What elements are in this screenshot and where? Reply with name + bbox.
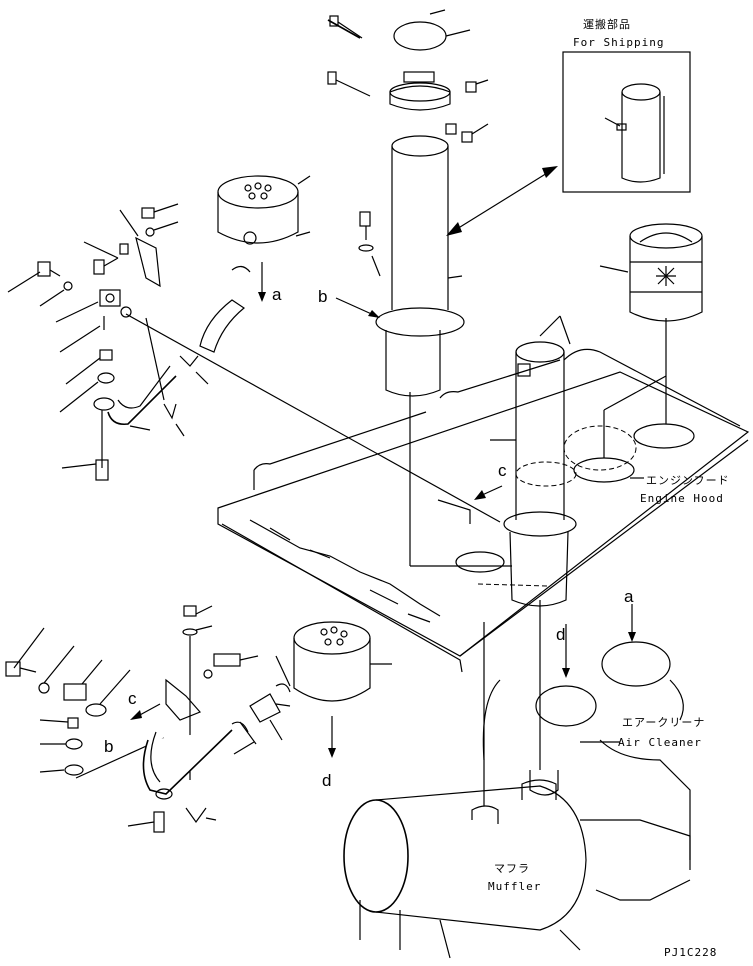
figure-code: PJ1C228: [664, 946, 717, 959]
ref-b-top: b: [318, 287, 380, 318]
ref-letter-b-low: b: [104, 737, 113, 756]
left-parts-top: [7, 203, 209, 481]
exhaust-pipe-upper: [358, 135, 465, 397]
top-clamp-assembly: [327, 9, 489, 143]
engine-hood-frame: [217, 348, 750, 673]
shipping-title-en: For Shipping: [573, 36, 664, 49]
ref-letter-d-low: d: [322, 771, 331, 790]
engine-hood-label-en: Engine Hood: [640, 492, 724, 505]
engine-hood-label-jp: エンジンフード: [646, 474, 730, 487]
air-cleaner-label-jp: エアークリーナ: [622, 716, 705, 729]
ref-letter-c-low: c: [128, 689, 137, 708]
muffler-label-en: Muffler: [488, 880, 541, 893]
ref-letter-a-right: a: [624, 587, 634, 606]
muffler-label-jp: マフラ: [494, 862, 530, 875]
shipping-parts-box: 運搬部品 For Shipping: [562, 17, 691, 193]
air-cleaner-label-en: Air Cleaner: [618, 736, 702, 749]
leader-line-left: [125, 313, 501, 523]
air-cleaner-right: エンジンフード Engine Hood: [599, 223, 730, 505]
pre-cleaner-bottom: d: [293, 621, 392, 790]
shipping-title-jp: 運搬部品: [583, 17, 631, 31]
ref-letter-d-right: d: [556, 625, 565, 644]
shipping-double-arrow: [446, 166, 558, 236]
ref-letter-b-top: b: [318, 287, 327, 306]
ref-c-b-low: c b: [104, 689, 161, 756]
ref-letter-a-top: a: [272, 285, 282, 304]
ref-letter-c-mid: c: [498, 461, 507, 480]
ref-c-mid: c: [474, 461, 507, 500]
exhaust-pipe-lower: [409, 315, 577, 607]
pre-cleaner-top: a: [199, 175, 311, 353]
left-parts-bottom: [5, 605, 291, 833]
engine-muffler-assembly: d a エアークリーナ Air Cleaner マフラ Muffler: [343, 587, 705, 959]
